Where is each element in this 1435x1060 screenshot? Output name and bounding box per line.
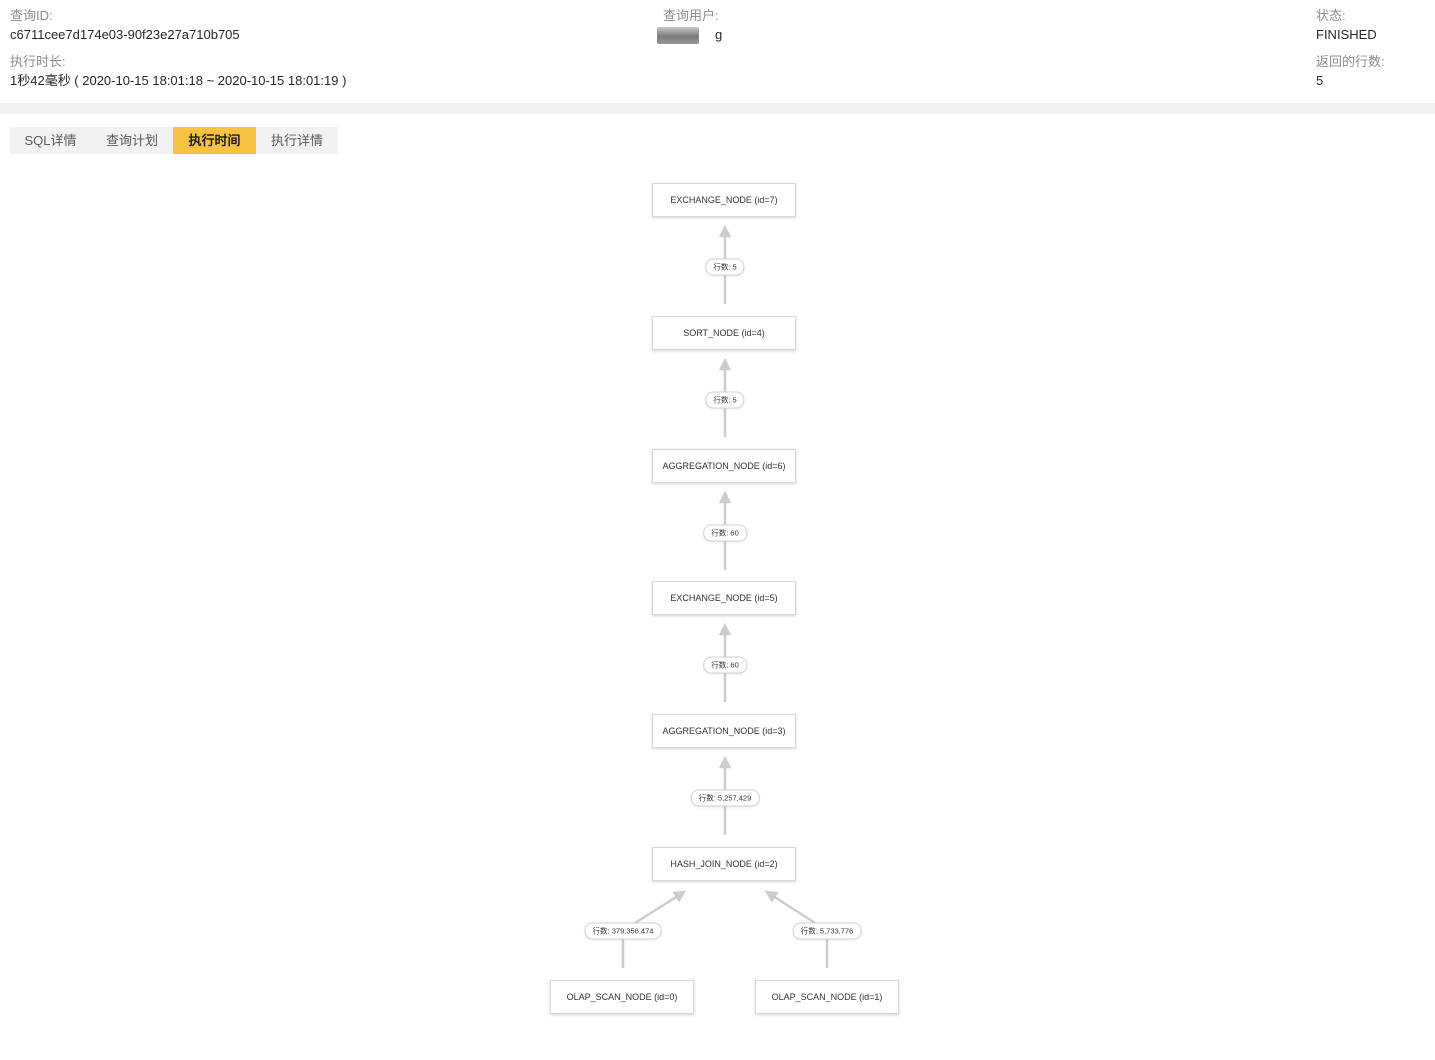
- plan-node-aggregation-6[interactable]: AGGREGATION_NODE (id=6): [652, 449, 796, 483]
- tab-sql-detail[interactable]: SQL详情: [24, 133, 77, 148]
- edge-label-rows: 行数: 5,257,429: [690, 789, 760, 807]
- plan-node-sort-4[interactable]: SORT_NODE (id=4): [652, 316, 796, 350]
- plan-node-olap-scan-0[interactable]: OLAP_SCAN_NODE (id=0): [550, 980, 694, 1014]
- edge-label-rows: 行数: 60: [703, 524, 747, 542]
- status-label: 状态:: [1316, 8, 1346, 23]
- query-id-block: 查询ID: c6711cee7d174e03-90f23e27a710b705: [10, 7, 240, 44]
- edge-label-rows: 行数: 5: [705, 258, 745, 276]
- rows-block: 返回的行数: 5: [1316, 53, 1385, 90]
- query-id-label: 查询ID:: [10, 8, 53, 23]
- header-divider: [0, 103, 1435, 114]
- plan-node-aggregation-3[interactable]: AGGREGATION_NODE (id=3): [652, 714, 796, 748]
- edge-label-rows: 行数: 5,733,776: [792, 922, 862, 940]
- tab-execution-detail[interactable]: 执行详情: [270, 133, 323, 148]
- status-value: FINISHED: [1316, 27, 1377, 42]
- query-id-value: c6711cee7d174e03-90f23e27a710b705: [10, 27, 240, 42]
- status-block: 状态: FINISHED: [1316, 7, 1377, 44]
- plan-node-exchange-7[interactable]: EXCHANGE_NODE (id=7): [652, 183, 796, 217]
- duration-value: 1秒42毫秒 ( 2020-10-15 18:01:18 ~ 2020-10-1…: [10, 73, 347, 88]
- edge-arrow: [634, 890, 687, 925]
- tab-execution-time[interactable]: 执行时间: [173, 127, 256, 154]
- tab-query-plan[interactable]: 查询计划: [105, 133, 158, 148]
- redacted-username: [657, 27, 699, 44]
- duration-block: 执行时长: 1秒42毫秒 ( 2020-10-15 18:01:18 ~ 202…: [10, 53, 346, 90]
- rows-label: 返回的行数:: [1316, 54, 1385, 69]
- duration-label: 执行时长:: [10, 54, 66, 69]
- edge-label-rows: 行数: 60: [703, 656, 747, 674]
- plan-node-hash-join-2[interactable]: HASH_JOIN_NODE (id=2): [652, 847, 796, 881]
- tab-bar: SQL详情 查询计划 执行时间 执行详情: [10, 127, 338, 154]
- user-label: 查询用户:: [663, 8, 719, 23]
- user-block: 查询用户: g: [663, 7, 722, 44]
- user-value: g: [715, 27, 723, 42]
- edge-label-rows: 行数: 5: [705, 391, 745, 409]
- rows-value: 5: [1316, 73, 1324, 88]
- edge-arrow: [764, 890, 816, 925]
- plan-node-olap-scan-1[interactable]: OLAP_SCAN_NODE (id=1): [755, 980, 899, 1014]
- edge-label-rows: 行数: 379,356,474: [584, 922, 662, 940]
- plan-node-exchange-5[interactable]: EXCHANGE_NODE (id=5): [652, 581, 796, 615]
